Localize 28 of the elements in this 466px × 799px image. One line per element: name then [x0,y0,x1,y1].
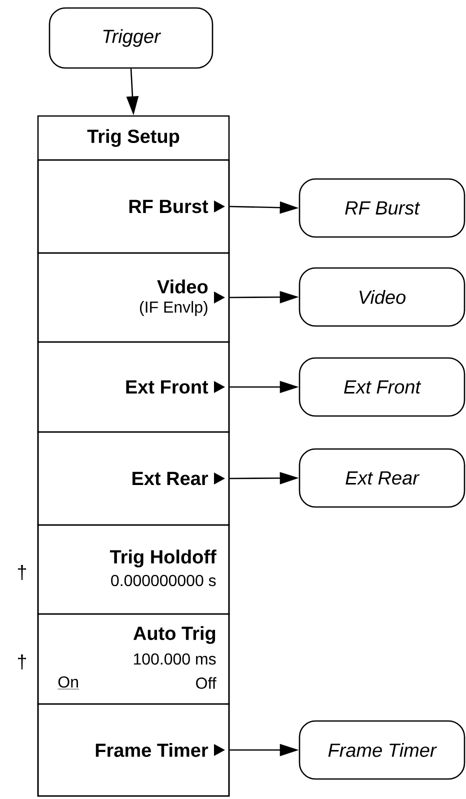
softkey [37,341,230,433]
option-selected: On [57,676,80,690]
softkey [37,703,230,797]
terminal-box: Ext Rear [298,448,466,508]
key-label: Video [157,280,208,294]
key-value: 100.000 ms [134,653,216,665]
terminal-box: Ext Front [298,357,466,417]
terminal-box: Video [298,267,466,327]
softkey [18,613,230,705]
softkey [37,252,230,343]
terminal-box: Frame Timer [298,720,466,780]
key-value: (IF Envlp) [140,301,208,316]
option: Off [196,677,216,689]
key-label: RF Burst [129,200,208,214]
key-label: Trig Holdoff [110,550,216,568]
menu-title: Trig Setup [87,129,180,147]
terminal-box: RF Burst [298,178,466,238]
softkey [37,431,230,526]
key-label: Ext Front [126,380,208,394]
key-value: 0.000000000 s [111,574,216,586]
footnote-mark: † [18,654,26,670]
softkey [18,524,230,615]
key-label: Ext Rear [132,472,208,486]
softkey [37,159,230,254]
key-label: Auto Trig [133,626,216,644]
key-label: Frame Timer [96,743,208,757]
footnote-mark: † [18,564,26,580]
terminal-box: Trigger [48,7,214,69]
